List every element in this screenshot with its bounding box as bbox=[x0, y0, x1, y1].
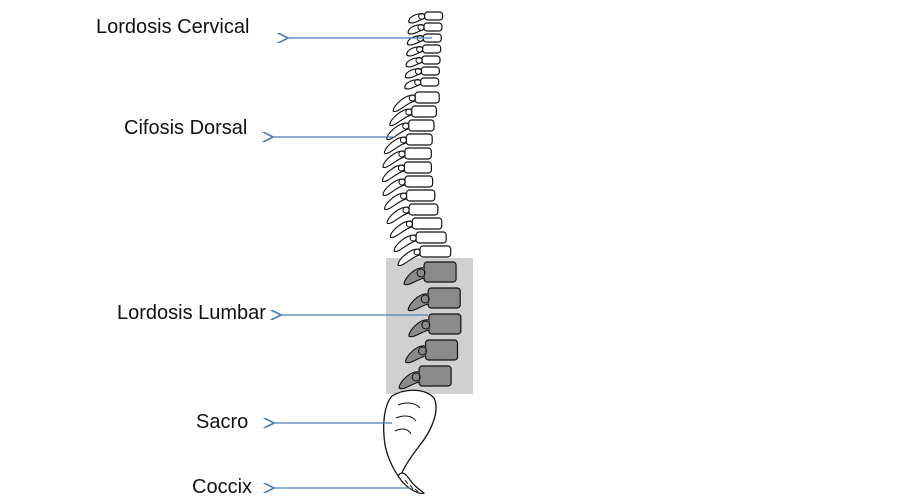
vertebra-body-thoracic bbox=[411, 105, 437, 118]
articular-facet bbox=[408, 94, 416, 102]
vertebra-body-thoracic bbox=[419, 245, 452, 258]
articular-facet bbox=[409, 234, 417, 242]
vertebral-column bbox=[381, 11, 462, 390]
articular-facet bbox=[398, 150, 406, 158]
articular-facet bbox=[399, 136, 407, 144]
vertebra-body-thoracic bbox=[405, 189, 436, 202]
articular-facet bbox=[416, 45, 424, 53]
spinous-process-lumbar bbox=[408, 319, 429, 338]
vertebra-body-thoracic bbox=[411, 217, 443, 230]
articular-facet bbox=[402, 122, 410, 130]
articular-facet bbox=[405, 108, 413, 116]
articular-facet bbox=[400, 192, 408, 200]
spinous-process-cervical bbox=[404, 79, 421, 90]
vertebra-body-lumbar bbox=[418, 365, 452, 387]
vertebra-body-thoracic bbox=[408, 203, 439, 216]
sacrum-bone bbox=[383, 389, 437, 480]
vertebra-body-cervical bbox=[423, 22, 443, 32]
articular-facet bbox=[415, 56, 423, 64]
vertebra-body-cervical bbox=[420, 66, 440, 76]
articular-facet bbox=[397, 164, 405, 172]
spinous-process-cervical bbox=[404, 68, 422, 79]
vertebra-body-thoracic bbox=[403, 161, 433, 174]
spinous-process-cervical bbox=[406, 35, 424, 46]
articular-facet bbox=[414, 78, 422, 86]
spinous-process-cervical bbox=[407, 24, 425, 35]
vertebra-body-cervical bbox=[420, 77, 440, 87]
articular-facet bbox=[418, 346, 428, 356]
spinous-process-lumbar bbox=[403, 267, 425, 286]
articular-facet bbox=[405, 220, 413, 228]
articular-facet bbox=[416, 268, 426, 278]
articular-facet bbox=[418, 12, 426, 20]
label-lordosis-lumbar: Lordosis Lumbar bbox=[117, 302, 266, 324]
spinous-process-cervical bbox=[406, 46, 423, 57]
vertebra-body-lumbar bbox=[427, 287, 461, 309]
articular-facet bbox=[398, 178, 406, 186]
articular-facet bbox=[413, 248, 421, 256]
vertebra-body-thoracic bbox=[408, 119, 435, 132]
vertebra-body-lumbar bbox=[423, 261, 457, 283]
label-sacro: Sacro bbox=[196, 411, 249, 433]
spinous-process-thoracic bbox=[389, 220, 413, 239]
spinous-process-lumbar bbox=[398, 371, 420, 390]
label-lordosis-cervical: Lordosis Cervical bbox=[96, 16, 250, 38]
spinous-process-thoracic bbox=[393, 234, 417, 253]
vertebra-body-lumbar bbox=[428, 313, 462, 335]
vertebra-body-thoracic bbox=[404, 175, 434, 188]
label-coccix: Coccix bbox=[192, 476, 253, 498]
vertebra-body-thoracic bbox=[404, 147, 432, 160]
vertebra-body-cervical bbox=[422, 44, 442, 54]
articular-facet bbox=[414, 67, 422, 75]
vertebra-body-thoracic bbox=[415, 231, 447, 244]
vertebra-body-cervical bbox=[421, 55, 441, 65]
vertebra-body-thoracic bbox=[414, 91, 440, 104]
sacrum-foramina bbox=[394, 402, 421, 435]
vertebra-body-thoracic bbox=[405, 133, 433, 146]
articular-facet bbox=[420, 294, 430, 304]
label-cifosis-dorsal: Cifosis Dorsal bbox=[124, 117, 248, 139]
spinous-process-thoracic bbox=[386, 206, 410, 225]
articular-facet bbox=[402, 206, 410, 214]
spinous-process-cervical bbox=[408, 13, 425, 24]
spinous-process-lumbar bbox=[407, 293, 429, 312]
coccyx-segments bbox=[404, 479, 419, 493]
articular-facet bbox=[421, 320, 431, 330]
articular-facet bbox=[411, 372, 421, 382]
vertebra-body-lumbar bbox=[424, 339, 459, 361]
articular-facet bbox=[417, 23, 425, 31]
spinous-process-lumbar bbox=[404, 345, 426, 364]
vertebra-body-cervical bbox=[424, 11, 444, 21]
spinous-process-cervical bbox=[405, 57, 423, 68]
coccyx-bone bbox=[397, 472, 426, 494]
